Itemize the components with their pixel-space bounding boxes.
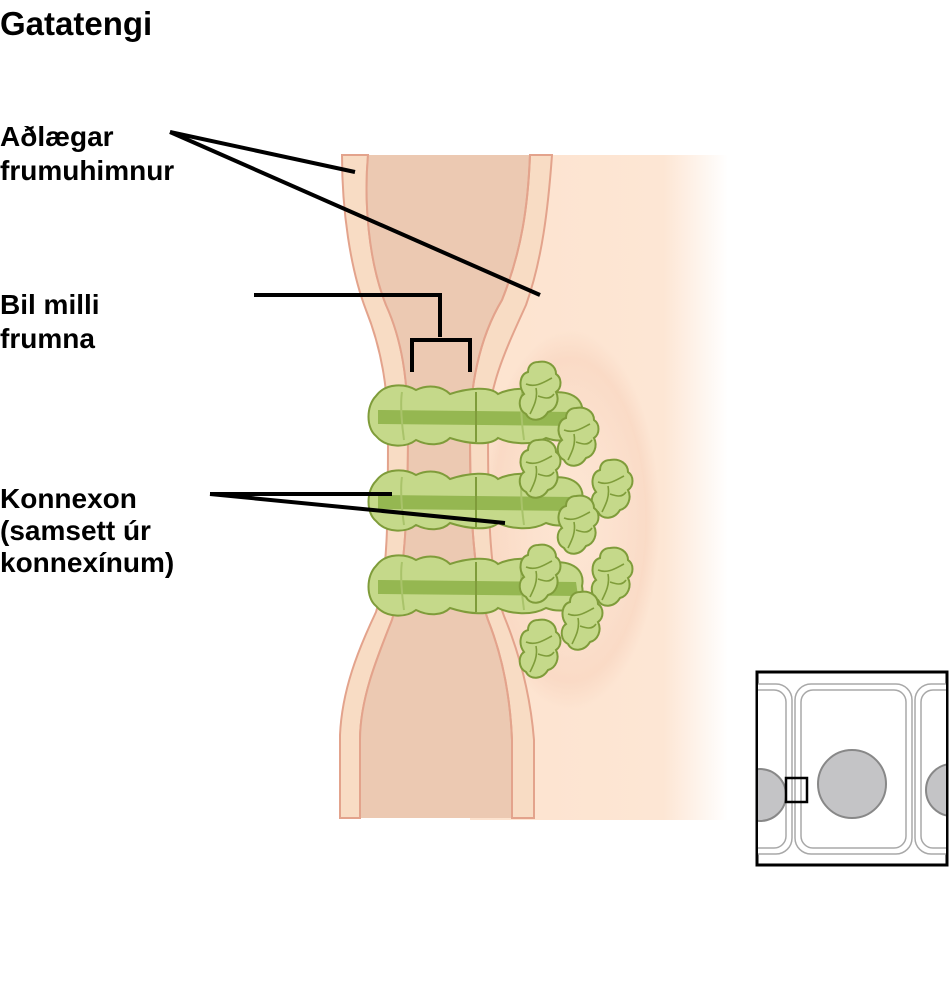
label-space-line1: Bil milli	[0, 289, 100, 320]
diagram-title: Gatatengi	[0, 5, 152, 42]
locator-inset	[755, 670, 949, 867]
label-connexon-line1: Konnexon	[0, 483, 137, 514]
inset-highlight-box	[784, 776, 809, 804]
label-connexon-line2: (samsett úr	[0, 515, 151, 546]
label-connexon-line3: konnexínum)	[0, 547, 174, 578]
label-membranes-line2: frumuhimnur	[0, 155, 174, 186]
membrane-leader-lines	[169, 130, 541, 297]
label-space-line2: frumna	[0, 323, 95, 354]
label-membranes-line1: Aðlægar	[0, 121, 114, 152]
connexon-leader-lines	[209, 492, 506, 525]
space-bracket	[254, 293, 472, 372]
